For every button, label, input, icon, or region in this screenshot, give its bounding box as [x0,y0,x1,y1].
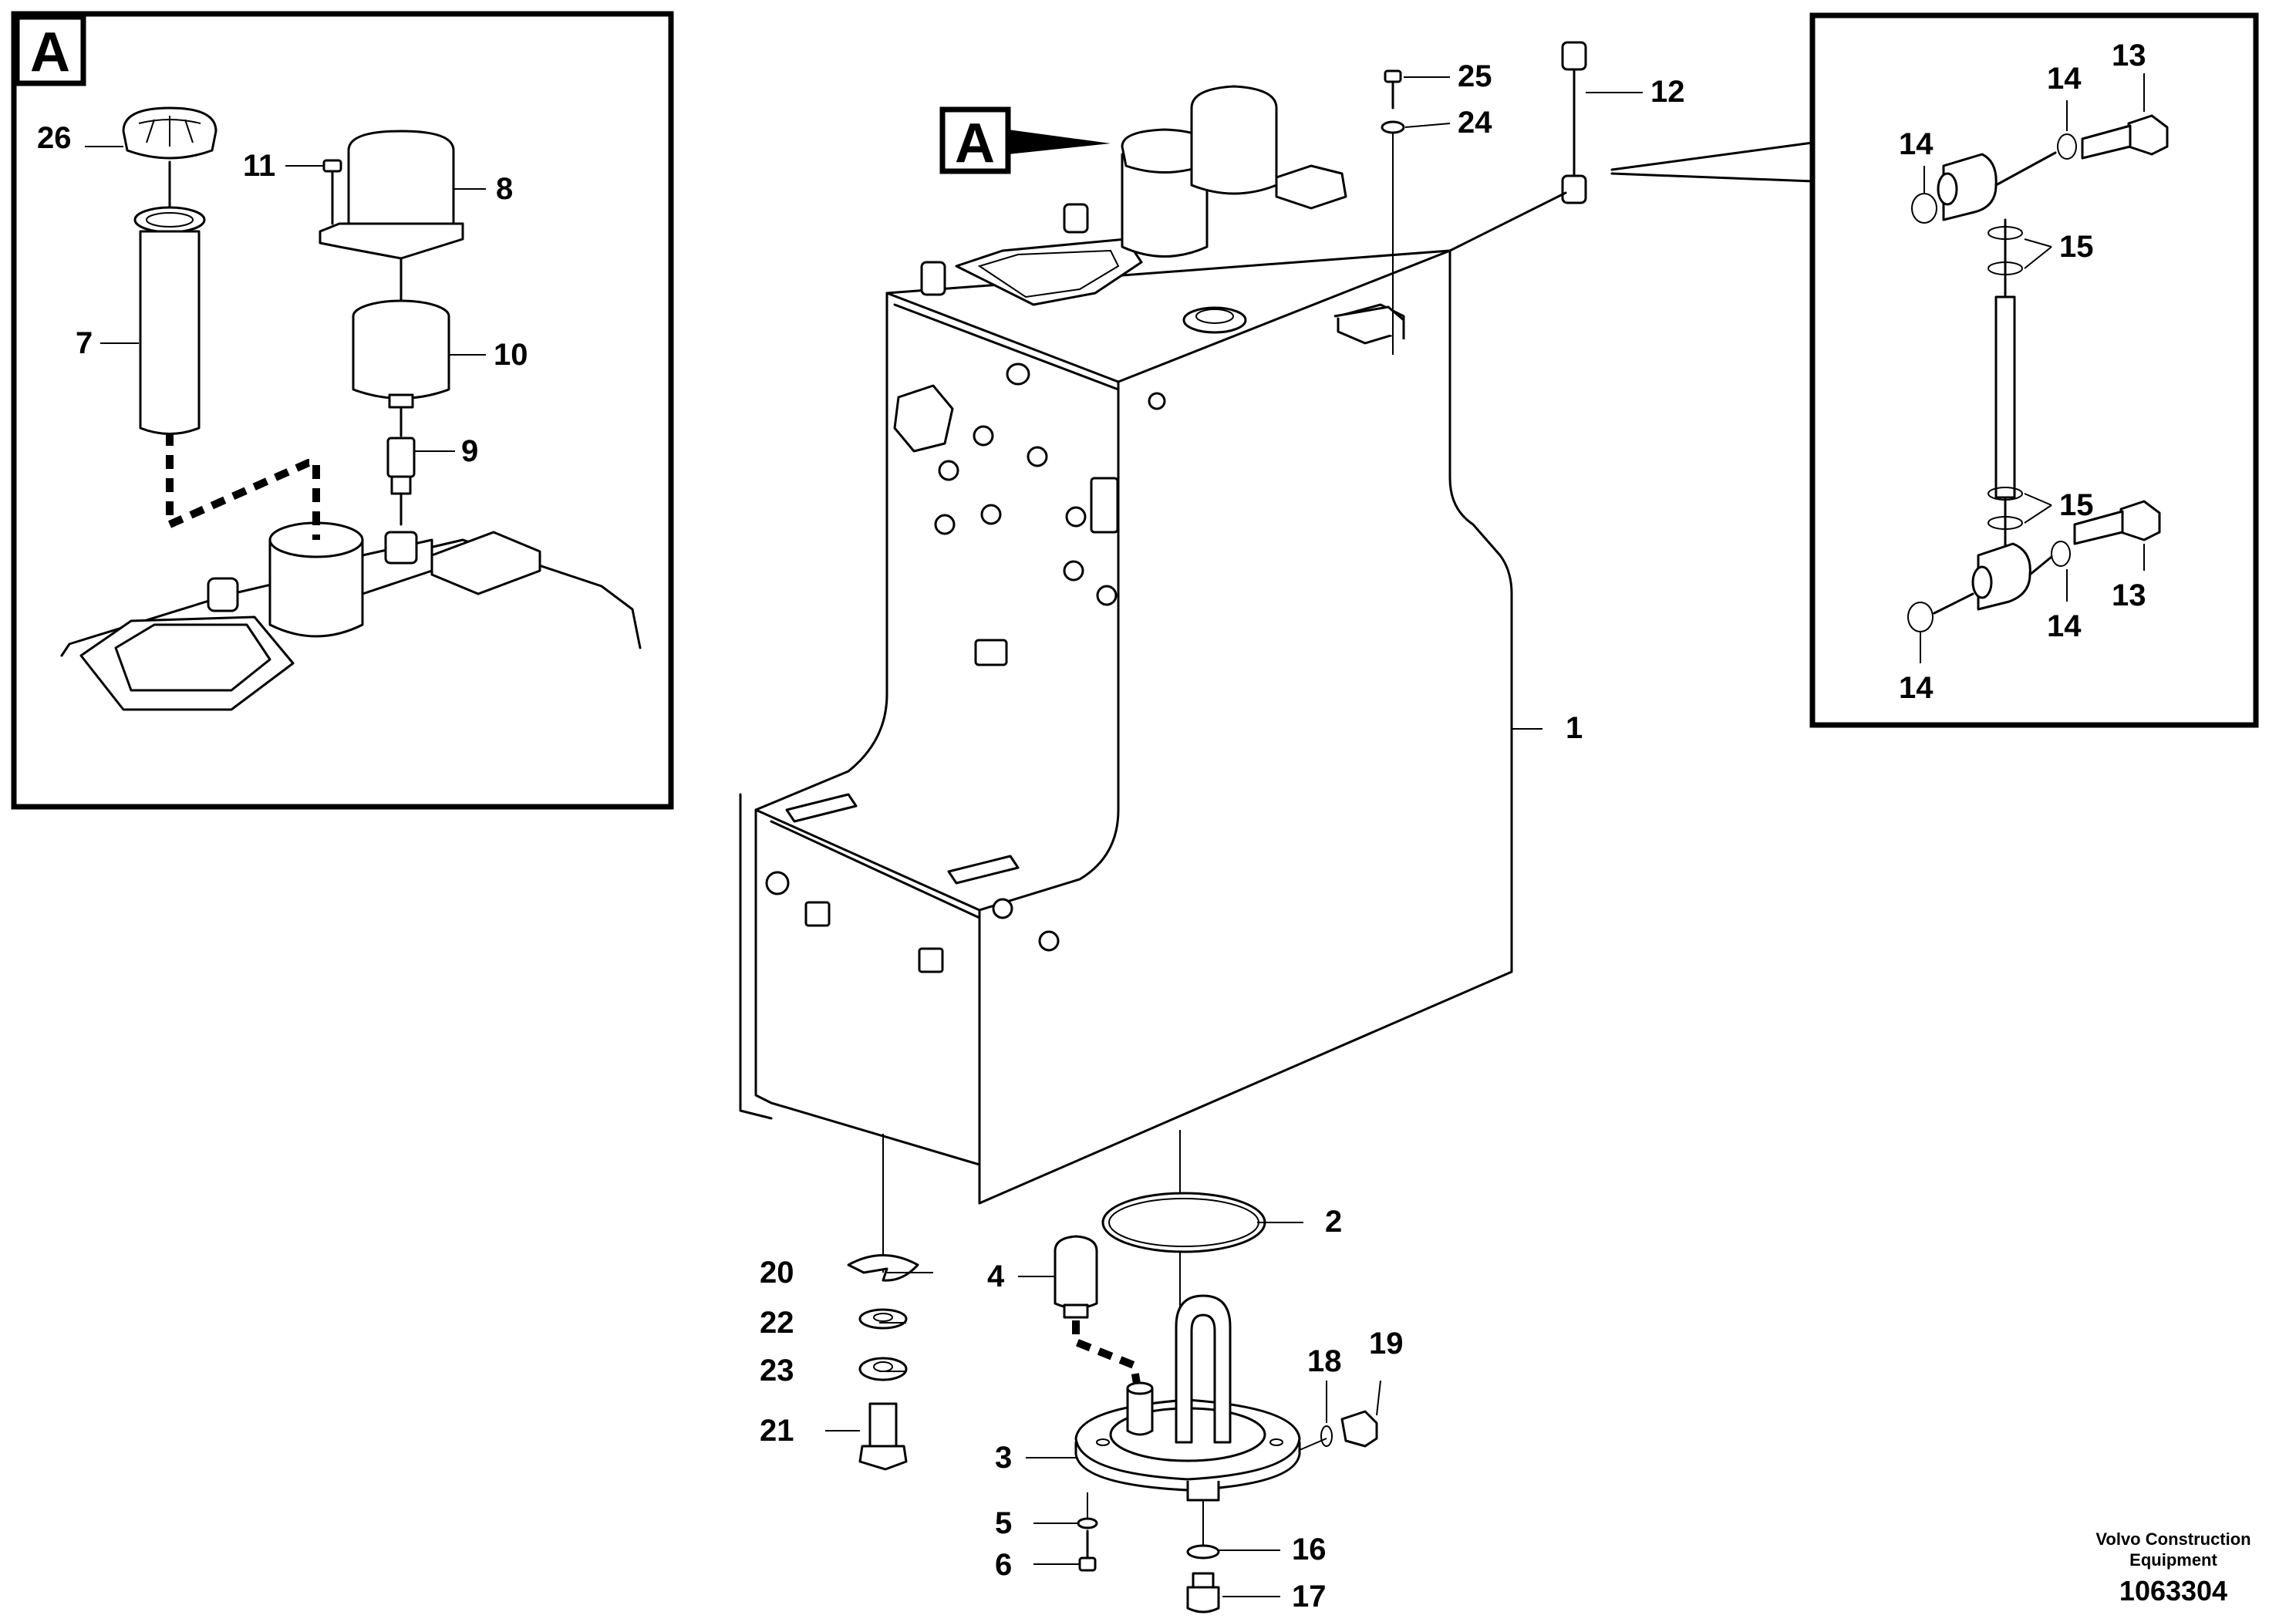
callout-18: 18 [1307,1344,1342,1378]
callout-21: 21 [760,1414,794,1448]
detail-a-inset-badge: A [30,22,70,83]
detail-a-inset: A [11,11,674,810]
callout-22: 22 [760,1306,794,1340]
part-6-screw [1078,1529,1097,1572]
detail-a-callout-label: A [955,113,995,174]
part-23-washer [858,1357,908,1381]
callout-10: 10 [494,338,528,372]
callout-7: 7 [76,326,93,360]
callout-6: 6 [995,1548,1012,1582]
callout-8: 8 [496,172,513,206]
callout-20: 20 [760,1256,794,1290]
callout-5: 5 [995,1506,1012,1540]
part-9-valve [386,437,416,495]
callout-1: 1 [1566,711,1583,745]
part-21-bolt [858,1402,908,1471]
part-17-fitting [1186,1572,1220,1614]
callout-13-top: 13 [2112,39,2146,73]
part-3-suction-flange [1074,1294,1301,1502]
callout-25: 25 [1458,59,1492,93]
callout-14-bottom-left: 14 [1899,671,1934,705]
part-7-strainer [133,206,206,435]
callout-labels: 1 2 3 4 5 6 7 8 9 10 11 12 13 13 14 14 1… [37,39,2146,1614]
callout-9: 9 [461,434,478,468]
part-26-filler-cap [122,106,217,160]
part-12-level-rod [1448,41,1587,252]
footer-drawing-number: 1063304 [2119,1575,2227,1607]
detail-a-callout: A [939,106,1111,174]
callout-23: 23 [760,1354,794,1388]
part-11-screw [322,159,342,225]
part-16-o-ring [1186,1544,1220,1560]
callout-3: 3 [995,1441,1012,1475]
footer-company-line2: Equipment [2129,1550,2217,1570]
callout-17: 17 [1292,1580,1327,1614]
part-18-seal [1320,1425,1333,1447]
callout-14-top-right: 14 [2047,62,2082,96]
callout-15-upper: 15 [2059,230,2094,264]
callout-12: 12 [1650,75,1685,109]
callout-16: 16 [1292,1533,1327,1566]
part-2-o-ring [1101,1192,1266,1253]
part-24-washer [1381,120,1405,355]
callout-14-bottom-right: 14 [2047,609,2082,643]
part-19-plug [1340,1410,1378,1448]
callout-26: 26 [37,121,72,155]
callout-24: 24 [1458,106,1492,140]
part-4-sensor [1054,1235,1098,1319]
callout-2: 2 [1325,1205,1342,1239]
callout-4: 4 [987,1259,1005,1293]
part-8-filter-cover [319,130,464,260]
footer: Volvo Construction Equipment 1063304 [2095,1529,2250,1607]
part-1-hydraulic-tank [739,85,1513,1205]
footer-company-line1: Volvo Construction [2095,1529,2250,1549]
part-5-washer [1077,1517,1098,1529]
callout-15-lower: 15 [2059,488,2094,522]
part-20-lock-washer [847,1254,919,1282]
part-25-screw [1384,69,1402,110]
callout-11: 11 [243,149,275,183]
part-10-filter-element [352,299,450,409]
callout-19: 19 [1369,1327,1404,1361]
detail-12-inset [1610,12,2259,728]
part-22-washer [858,1308,908,1330]
callout-13-bottom: 13 [2112,578,2146,612]
callout-14-top-left: 14 [1899,127,1934,161]
